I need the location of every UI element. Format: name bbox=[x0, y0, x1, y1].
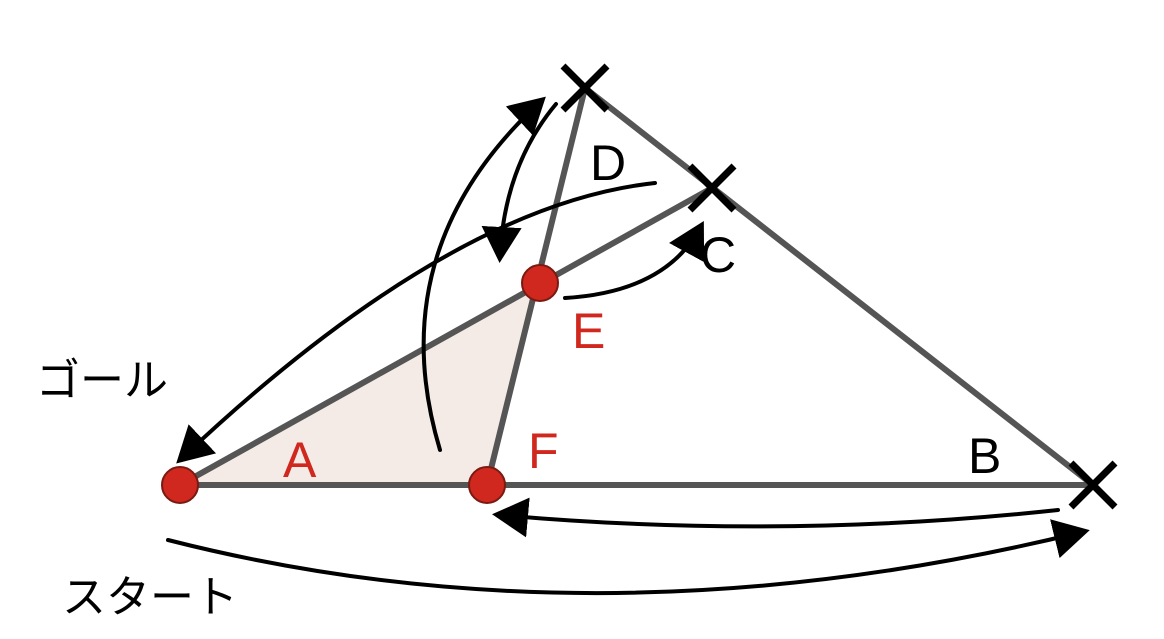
segment-D-B bbox=[582, 85, 1096, 488]
label-F: F bbox=[528, 423, 559, 479]
label-C: C bbox=[700, 227, 736, 283]
arrow-B-to-F bbox=[492, 497, 1060, 538]
label-start: スタート bbox=[62, 572, 238, 623]
arrow-start-to-B bbox=[166, 519, 1090, 596]
point-A bbox=[161, 466, 199, 504]
point-E bbox=[521, 264, 559, 302]
cross-point-D bbox=[560, 63, 610, 113]
label-B: B bbox=[968, 428, 1001, 484]
label-A: A bbox=[283, 432, 317, 488]
label-D: D bbox=[590, 135, 626, 191]
segment-A-C bbox=[177, 185, 715, 488]
arrow-D-to-E bbox=[481, 102, 558, 263]
cross-point-B bbox=[1068, 460, 1118, 510]
arrow-C-to-A-goal bbox=[176, 181, 657, 464]
label-E: E bbox=[572, 303, 605, 359]
label-goal: ゴール bbox=[36, 355, 168, 406]
point-F bbox=[468, 466, 506, 504]
arrow-E-to-C bbox=[563, 220, 705, 300]
cross-point-C bbox=[687, 163, 737, 213]
